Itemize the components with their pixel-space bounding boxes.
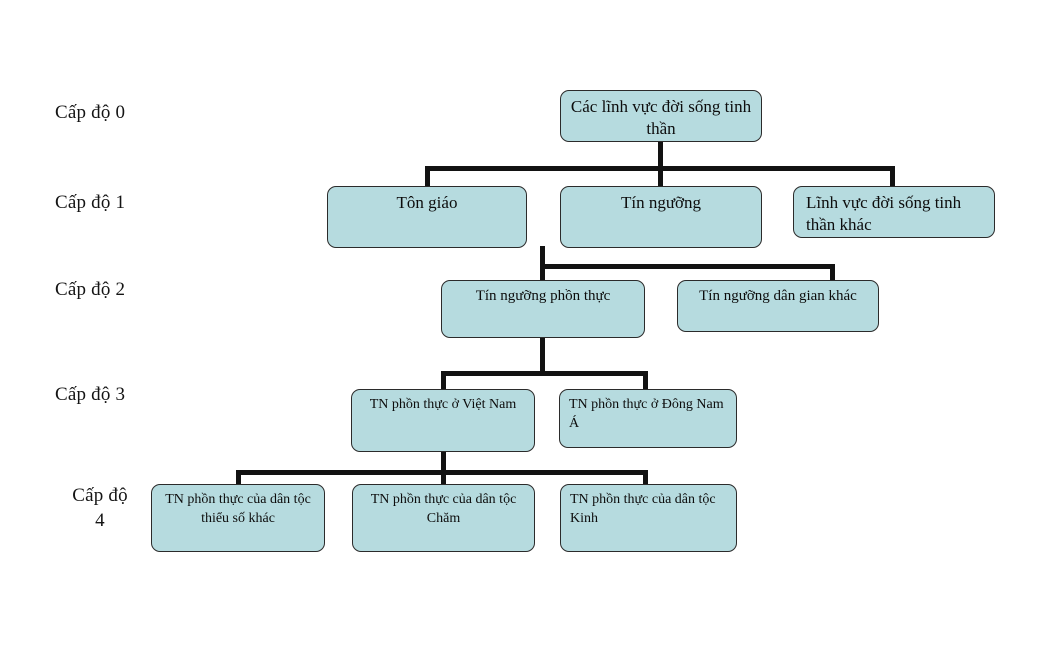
node-tin-nguong-label: Tín ngưỡng	[620, 193, 702, 212]
node-root[interactable]: Các lĩnh vực đời sống tinh thần	[560, 90, 762, 142]
connector-drop-dan-gian-khac	[830, 264, 835, 282]
node-tn-thieu-so[interactable]: TN phồn thực của dân tộc thiểu số khác	[151, 484, 325, 552]
connector-level3-bus	[441, 371, 648, 376]
connector-drop-tn-kinh	[643, 470, 648, 486]
node-tn-viet-nam-label: TN phồn thực ở Việt Nam	[369, 397, 517, 412]
node-phon-thuc[interactable]: Tín ngưỡng phồn thực	[441, 280, 645, 338]
level-label-3: Cấp độ 3	[55, 384, 126, 405]
connector-tn-viet-nam-stem	[441, 452, 446, 476]
node-tn-thieu-so-label: TN phồn thực của dân tộc thiểu số khác	[165, 492, 311, 526]
connector-drop-linh-vuc-khac	[890, 166, 895, 188]
node-ton-giao[interactable]: Tôn giáo	[327, 186, 527, 248]
level-label-0: Cấp độ 0	[55, 102, 126, 123]
node-tn-dong-nam-a[interactable]: TN phồn thực ở Đông Nam Á	[559, 389, 737, 448]
node-dan-gian-khac[interactable]: Tín ngưỡng dân gian khác	[677, 280, 879, 332]
node-linh-vuc-khac-label: Lĩnh vực đời sống tinh thần khác	[806, 193, 962, 234]
connector-drop-tn-cham	[441, 470, 446, 486]
connector-tin-nguong-stem	[540, 246, 545, 268]
node-tn-cham[interactable]: TN phồn thực của dân tộc Chăm	[352, 484, 535, 552]
node-ton-giao-label: Tôn giáo	[396, 193, 458, 212]
node-root-label: Các lĩnh vực đời sống tinh thần	[570, 97, 752, 138]
connector-drop-phon-thuc	[540, 264, 545, 282]
connector-drop-tn-viet-nam	[441, 371, 446, 391]
connector-drop-tn-thieu-so	[236, 470, 241, 486]
connector-root-stem	[658, 140, 663, 170]
level-label-1: Cấp độ 1	[55, 192, 126, 213]
connector-drop-ton-giao	[425, 166, 430, 188]
node-dan-gian-khac-label: Tín ngưỡng dân gian khác	[699, 288, 857, 304]
node-tn-cham-label: TN phồn thực của dân tộc Chăm	[370, 492, 517, 526]
node-phon-thuc-label: Tín ngưỡng phồn thực	[475, 288, 611, 304]
connector-level2-bus	[540, 264, 835, 269]
node-tn-dong-nam-a-label: TN phồn thực ở Đông Nam Á	[569, 397, 724, 431]
node-tn-kinh-label: TN phồn thực của dân tộc Kinh	[570, 492, 716, 526]
node-linh-vuc-khac[interactable]: Lĩnh vực đời sống tinh thần khác	[793, 186, 995, 238]
node-tin-nguong[interactable]: Tín ngưỡng	[560, 186, 762, 248]
level-label-2: Cấp độ 2	[55, 279, 126, 300]
level-label-4: Cấp độ 4	[72, 485, 128, 531]
node-tn-kinh[interactable]: TN phồn thực của dân tộc Kinh	[560, 484, 737, 552]
connector-phon-thuc-stem	[540, 338, 545, 374]
connector-drop-tin-nguong	[658, 166, 663, 188]
node-tn-viet-nam[interactable]: TN phồn thực ở Việt Nam	[351, 389, 535, 452]
connector-drop-tn-dong-nam-a	[643, 371, 648, 391]
